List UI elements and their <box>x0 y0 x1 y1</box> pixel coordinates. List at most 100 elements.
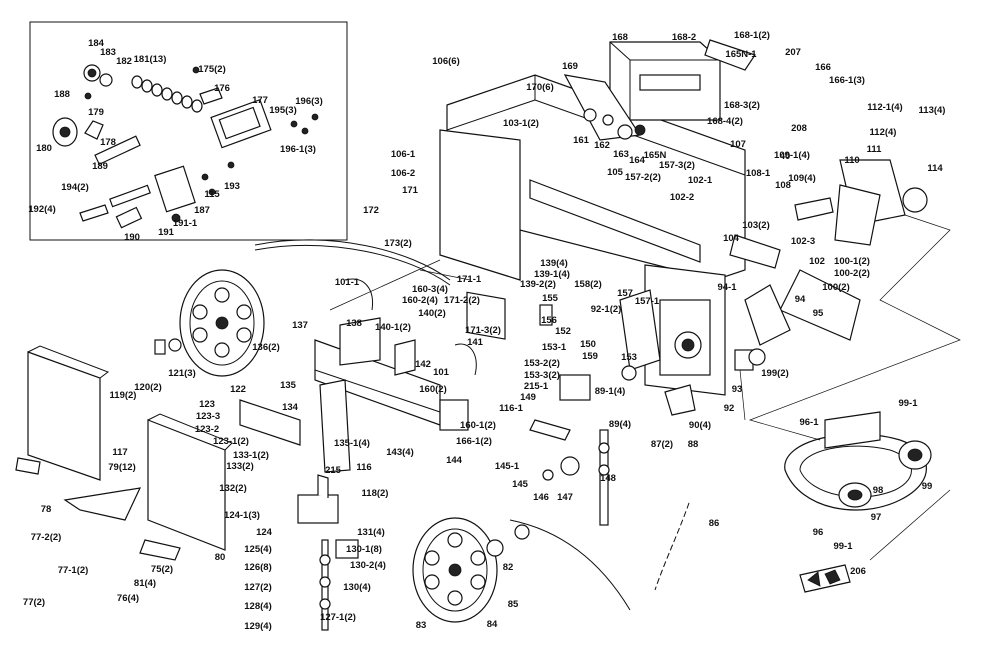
part-label-102: 102 <box>809 256 825 267</box>
part-label-171c: 171-2(2) <box>444 295 480 306</box>
part-label-116: 116 <box>356 462 371 473</box>
part-label-76: 76(4) <box>117 593 139 604</box>
part-label-145b: 145-1 <box>495 461 520 472</box>
part-label-157c: 157-3(2) <box>659 160 695 171</box>
part-label-123d: 123-1(2) <box>213 436 249 447</box>
part-label-166b: 166-1(3) <box>829 75 865 86</box>
part-label-77c: 77-1(2) <box>58 565 89 576</box>
part-label-138: 138 <box>346 318 362 329</box>
saw-frame <box>439 74 746 396</box>
part-label-147: 147 <box>557 492 573 503</box>
part-label-98: 98 <box>873 485 884 496</box>
part-label-190: 190 <box>124 232 140 243</box>
drive-wheel-upper <box>179 269 265 377</box>
part-label-178: 178 <box>100 137 116 148</box>
blade-guide-arm <box>239 317 441 473</box>
part-label-100c: 100-2(2) <box>834 268 870 279</box>
inset-parts <box>52 64 319 229</box>
part-label-162: 162 <box>594 140 610 151</box>
part-label-102b: 102-1 <box>688 175 713 186</box>
part-label-168b: 168-2 <box>672 32 696 43</box>
part-label-102d: 102-3 <box>791 236 815 247</box>
part-label-117: 117 <box>112 447 127 458</box>
part-label-168c: 168-1(2) <box>734 30 770 41</box>
part-label-113: 113(4) <box>919 105 946 116</box>
part-label-168: 168 <box>612 32 628 43</box>
part-label-114: 114 <box>927 163 943 174</box>
part-label-103b: 103-1(2) <box>503 118 539 129</box>
part-label-188: 188 <box>54 89 70 100</box>
part-label-109b: 109-1(4) <box>774 150 810 161</box>
part-label-127b: 127-1(2) <box>320 612 356 623</box>
part-label-124: 124 <box>256 527 273 538</box>
blade-upper-edge <box>254 244 451 286</box>
part-label-160b: 160-2(4) <box>402 295 438 306</box>
part-label-99: 99 <box>922 481 933 492</box>
part-label-124b: 124-1(3) <box>224 510 260 521</box>
part-label-153: 153 <box>621 352 637 363</box>
part-label-90: 90(4) <box>689 420 711 431</box>
part-label-160d: 160-1(2) <box>460 420 496 431</box>
part-label-123: 123 <box>199 399 215 410</box>
part-label-89b: 89-1(4) <box>595 386 626 397</box>
part-label-94b: 94-1 <box>717 282 737 293</box>
part-label-176: 176 <box>214 83 230 94</box>
part-label-139: 139(4) <box>540 258 567 269</box>
part-label-85: 85 <box>508 599 519 610</box>
part-label-191: 191 <box>158 227 175 238</box>
part-label-140b: 140-1(2) <box>375 322 411 333</box>
part-label-89: 89(4) <box>609 419 631 430</box>
part-label-163: 163 <box>613 149 629 160</box>
part-label-171b: 171-1 <box>457 274 482 285</box>
part-label-95: 95 <box>813 308 824 319</box>
part-label-78: 78 <box>41 504 52 515</box>
part-label-144: 144 <box>446 455 463 466</box>
lower-hardware <box>154 278 696 631</box>
part-label-109: 109(4) <box>788 173 815 184</box>
part-label-106c: 106-2 <box>391 168 415 179</box>
part-label-115: 115 <box>204 189 220 200</box>
motor-assembly <box>729 159 928 371</box>
part-label-128: 128(4) <box>244 601 271 612</box>
part-label-112: 112(4) <box>870 127 897 138</box>
part-label-111: 111 <box>867 144 883 155</box>
part-label-92: 92 <box>724 403 735 414</box>
part-label-99c: 99-1 <box>833 541 853 552</box>
part-label-199: 199(2) <box>761 368 788 379</box>
part-label-103: 103(2) <box>742 220 769 231</box>
part-label-192: 192(4) <box>28 204 55 215</box>
part-label-102c: 102-2 <box>670 192 694 203</box>
part-label-183: 183 <box>100 47 116 58</box>
part-label-99b: 99-1 <box>898 398 918 409</box>
part-label-173: 173(2) <box>384 238 411 249</box>
part-label-84: 84 <box>487 619 498 630</box>
part-label-97: 97 <box>871 512 882 523</box>
part-label-93: 93 <box>732 384 743 395</box>
part-label-105: 105 <box>607 167 624 178</box>
part-label-119: 119(2) <box>110 390 137 401</box>
reference-marker-circle <box>514 524 530 540</box>
part-label-194: 194(2) <box>61 182 88 193</box>
part-label-149: 149 <box>520 392 536 403</box>
switch-box <box>563 39 756 141</box>
part-label-165n: 165N <box>644 150 667 161</box>
part-label-77b: 77-2(2) <box>31 532 62 543</box>
part-label-130: 130(4) <box>343 582 370 593</box>
part-label-146: 146 <box>533 492 549 503</box>
part-label-77: 77(2) <box>23 597 45 608</box>
part-label-179: 179 <box>88 107 104 118</box>
part-label-157b: 157-2(2) <box>625 172 661 183</box>
inset-frame <box>29 21 348 241</box>
part-label-80: 80 <box>215 552 226 563</box>
part-label-96b: 96-1 <box>799 417 819 428</box>
part-label-122: 122 <box>230 384 246 395</box>
part-label-116b: 116-1 <box>499 403 523 414</box>
blade-lower <box>509 519 631 611</box>
part-label-139b: 139-1(4) <box>534 269 570 280</box>
part-label-140: 140(2) <box>418 308 445 319</box>
part-label-157: 157 <box>617 288 633 299</box>
part-label-177: 177 <box>252 95 268 106</box>
part-label-156: 156 <box>541 315 557 326</box>
